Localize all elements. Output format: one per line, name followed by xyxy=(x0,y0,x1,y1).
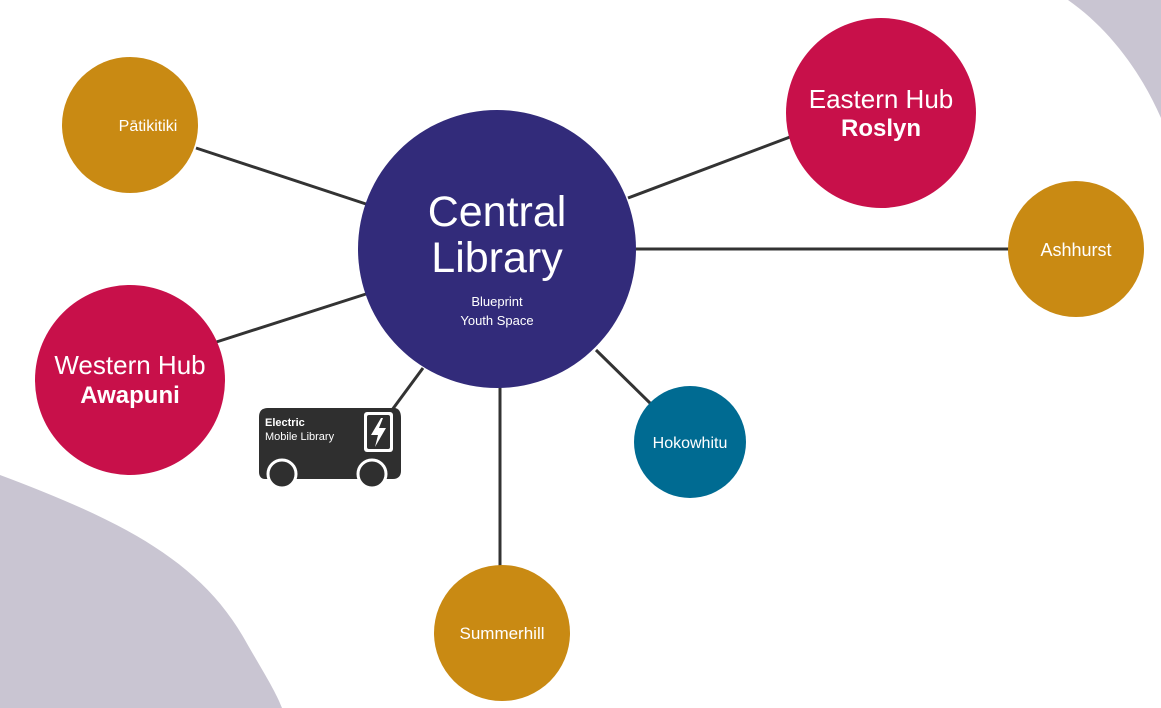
connector-hokowhitu xyxy=(594,348,654,407)
connector-patikitiki xyxy=(195,146,367,206)
central-title-line2: Library xyxy=(431,234,563,282)
hokowhitu-label: Hokowhitu xyxy=(653,435,728,452)
ashhurst-label: Ashhurst xyxy=(1040,240,1111,260)
connectors xyxy=(195,135,1014,566)
eastern-hub-line2: Roslyn xyxy=(841,115,921,142)
connector-western-hub xyxy=(206,292,367,347)
connector-eastern-hub xyxy=(627,135,791,200)
decor-shape-bottom-left xyxy=(0,475,282,708)
van-label-line1: Electric xyxy=(265,417,305,429)
summerhill-label: Summerhill xyxy=(459,624,544,643)
mobile-library-van[interactable]: Electric Mobile Library xyxy=(259,408,401,490)
patikitiki-label: Pātikitiki xyxy=(119,118,178,135)
central-title-line1: Central xyxy=(428,188,567,236)
patikitiki-node[interactable]: Pātikitiki xyxy=(62,57,198,193)
hokowhitu-circle xyxy=(634,386,746,498)
van-wheel-front xyxy=(266,458,298,490)
central-sub-line2: Youth Space xyxy=(460,313,533,328)
summerhill-node[interactable]: Summerhill xyxy=(434,565,570,701)
western-hub-node[interactable]: Western Hub Awapuni xyxy=(35,285,225,475)
summerhill-circle xyxy=(434,565,570,701)
van-label-line2: Mobile Library xyxy=(265,431,335,443)
lightning-bolt-icon xyxy=(364,412,393,452)
western-hub-line2: Awapuni xyxy=(80,382,180,409)
ashhurst-circle xyxy=(1008,181,1144,317)
decor-shape-top-right xyxy=(1068,0,1161,118)
eastern-hub-line1: Eastern Hub xyxy=(809,84,954,114)
central-sub-line1: Blueprint xyxy=(471,294,523,309)
central-library-node[interactable]: Central Library Blueprint Youth Space xyxy=(358,110,636,388)
van-wheel-rear xyxy=(356,458,388,490)
patikitiki-circle xyxy=(62,57,198,193)
western-hub-line1: Western Hub xyxy=(54,350,205,380)
connector-mobile-library xyxy=(390,367,425,411)
central-library-circle xyxy=(358,110,636,388)
eastern-hub-circle xyxy=(786,18,976,208)
eastern-hub-node[interactable]: Eastern Hub Roslyn xyxy=(786,18,976,208)
ashhurst-node[interactable]: Ashhurst xyxy=(1008,181,1144,317)
hokowhitu-node[interactable]: Hokowhitu xyxy=(634,386,746,498)
western-hub-circle xyxy=(35,285,225,475)
